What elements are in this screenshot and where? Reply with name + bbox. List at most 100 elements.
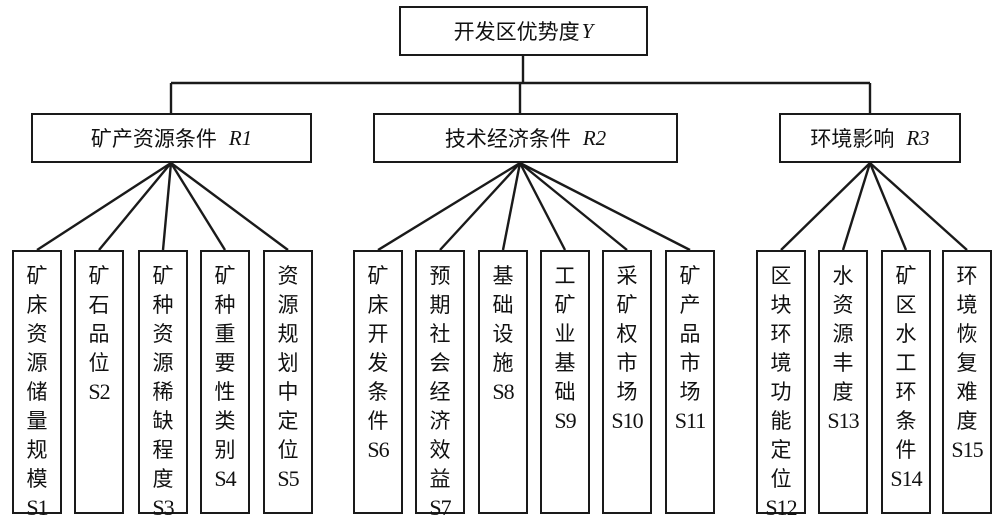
indicator-char: 区 <box>770 264 792 288</box>
indicator-char: 性 <box>214 380 236 404</box>
indicator-char: 丰 <box>832 351 854 375</box>
indicator-char: 中 <box>277 380 299 404</box>
indicator-connector-s4 <box>169 162 227 251</box>
indicator-char: 采 <box>616 264 638 288</box>
indicator-char: 复 <box>956 351 978 375</box>
indicator-char: 重 <box>214 322 236 346</box>
indicator-char: 施 <box>492 351 514 375</box>
indicator-connector-s12 <box>780 162 871 251</box>
indicator-char: 床 <box>367 293 389 317</box>
indicator-char: 础 <box>554 380 576 404</box>
indicator-char: 位 <box>88 351 110 375</box>
indicator-code: S8 <box>492 379 514 404</box>
indicator-connector-s13 <box>841 162 872 251</box>
indicator-char: 水 <box>832 264 854 288</box>
indicator-char: 稀 <box>152 380 174 404</box>
indicator-char: 发 <box>367 351 389 375</box>
indicator-char: 资 <box>26 322 48 346</box>
indicator-char: 矿 <box>679 264 701 288</box>
indicator-char: 件 <box>895 438 917 462</box>
indicator-connector-s6 <box>377 161 521 252</box>
indicator-char: 矿 <box>88 264 110 288</box>
indicator-code: S6 <box>367 437 389 462</box>
indicator-char: 经 <box>429 380 451 404</box>
indicator-char: 恢 <box>956 322 978 346</box>
indicator-char: 环 <box>956 264 978 288</box>
criterion-label: 技术经济条件 <box>444 127 571 151</box>
criterion-label: 环境影响 <box>810 127 895 151</box>
indicator-char: 石 <box>88 293 110 317</box>
indicator-char: 源 <box>26 351 48 375</box>
indicator-char: 能 <box>770 409 792 433</box>
indicator-connector-s1 <box>36 161 172 252</box>
indicator-char: 度 <box>956 409 978 433</box>
indicator-char: 资 <box>152 322 174 346</box>
indicator-connector-s10 <box>519 162 628 251</box>
criterion-label: 矿产资源条件 <box>90 127 217 151</box>
indicator-char: 种 <box>214 293 236 317</box>
indicator-char: 源 <box>277 293 299 317</box>
indicator-char: 规 <box>277 322 299 346</box>
indicator-code: S1 <box>26 495 48 517</box>
indicator-char: 期 <box>429 293 451 317</box>
indicator-char: 规 <box>26 438 48 462</box>
indicator-char: 缺 <box>152 409 174 433</box>
indicator-connector-s14 <box>868 162 908 251</box>
indicator-char: 种 <box>152 293 174 317</box>
indicator-char: 场 <box>679 380 701 404</box>
criterion-variable: R2 <box>582 125 607 150</box>
indicator-char: 条 <box>895 409 917 433</box>
indicator-char: 场 <box>616 380 638 404</box>
indicator-code: S2 <box>88 379 110 404</box>
root-label: 开发区优势度 <box>453 20 580 44</box>
indicator-char: 矿 <box>895 264 917 288</box>
indicator-char: 量 <box>26 409 48 433</box>
indicator-char: 基 <box>492 264 514 288</box>
indicator-connector-s8 <box>501 162 522 251</box>
indicator-char: 效 <box>429 438 451 462</box>
indicator-char: 源 <box>152 351 174 375</box>
indicator-char: 难 <box>956 380 978 404</box>
indicator-code: S9 <box>554 408 576 433</box>
criterion-node-r1: 矿产资源条件 R1 <box>31 113 312 163</box>
indicator-char: 品 <box>679 322 701 346</box>
criterion-node-r2: 技术经济条件 R2 <box>373 113 678 163</box>
indicator-char: 济 <box>429 409 451 433</box>
criterion-variable: R1 <box>228 125 253 150</box>
indicator-char: 市 <box>616 351 638 375</box>
indicator-char: 业 <box>554 322 576 346</box>
indicator-code: S4 <box>214 466 236 491</box>
indicator-char: 矿 <box>616 293 638 317</box>
indicator-connector-s7 <box>439 162 521 251</box>
indicator-char: 境 <box>956 293 978 317</box>
criterion-variable: R3 <box>906 125 930 150</box>
indicator-char: 基 <box>554 351 576 375</box>
indicator-char: 权 <box>616 322 638 346</box>
indicator-char: 区 <box>895 293 917 317</box>
indicator-char: 环 <box>770 322 792 346</box>
indicator-char: 境 <box>770 351 792 375</box>
indicator-char: 度 <box>152 467 174 491</box>
indicator-connector-s15 <box>869 162 968 251</box>
indicator-connector-s3 <box>161 162 173 251</box>
indicator-code: S7 <box>429 495 451 517</box>
indicator-char: 件 <box>367 409 389 433</box>
indicator-code: S14 <box>890 466 922 491</box>
indicator-char: 位 <box>277 438 299 462</box>
indicator-code: S5 <box>277 466 299 491</box>
indicator-char: 环 <box>895 380 917 404</box>
indicator-char: 础 <box>492 293 514 317</box>
indicator-char: 矿 <box>26 264 48 288</box>
criterion-node-r3: 环境影响 R3 <box>779 113 961 163</box>
indicator-char: 储 <box>26 380 48 404</box>
indicator-char: 工 <box>895 351 917 375</box>
